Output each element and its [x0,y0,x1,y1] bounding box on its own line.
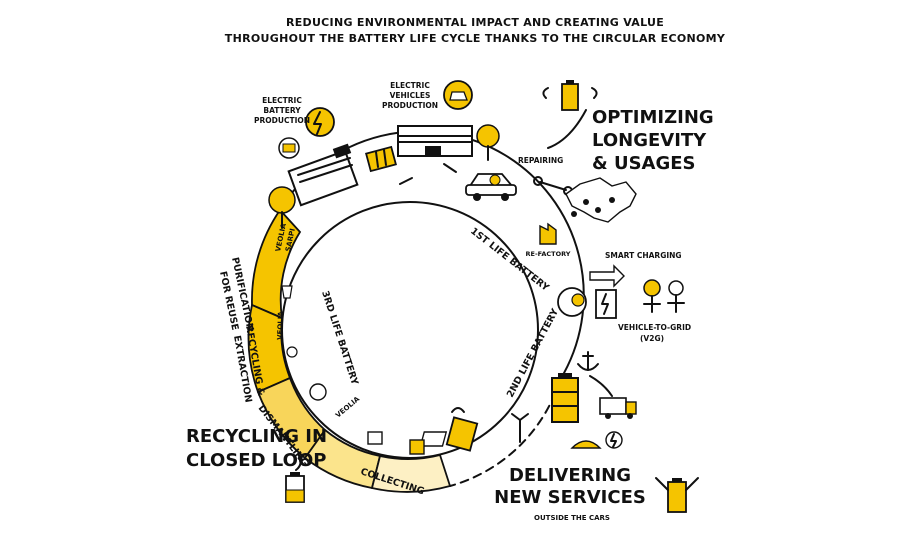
arrow-3 [547,109,587,149]
label-battery-production-2: BATTERY [263,106,301,115]
brand-label-3: VEOLIA [276,311,285,340]
label-refactory: RE-FACTORY [526,250,571,258]
heading-optimizing-2: LONGEVITY [592,130,707,151]
arrows-icon [589,264,625,288]
label-third-life: 3RD LIFE BATTERY [319,290,360,387]
heading-optimizing-3: & USAGES [592,153,696,174]
band-icons [281,285,425,455]
wrench-icon [533,176,573,196]
happy-battery-icon [655,477,699,513]
truck-icon [599,397,637,419]
europe-map-icon [565,177,637,223]
band-dismantling [256,376,327,460]
tree-icon-2 [476,124,500,161]
label-battery-production-1: ELECTRIC [262,96,302,105]
band-purification [251,208,302,320]
car-icon [465,173,517,201]
heading-delivering-2: NEW SERVICES [494,487,646,508]
people-icon [643,279,685,313]
tree-icon [268,186,296,229]
heading-delivering-1: DELIVERING [509,465,631,486]
renewable-icon [419,413,623,449]
inner-circle [281,201,539,459]
label-smart-charging: SMART CHARGING [605,251,682,260]
brand-label-4: VEOLIA [334,395,362,420]
collected-battery-icon [445,407,479,452]
heading-optimizing-1: OPTIMIZING [592,107,714,128]
band-recycling [247,303,292,394]
label-repairing: REPAIRING [518,156,563,165]
battery-pack-icon [365,145,397,173]
title-line-2: THROUGHOUT THE BATTERY LIFE CYCLE THANKS… [225,32,726,45]
recycled-battery-icon [285,453,305,503]
heading-recycling-1: RECYCLING IN [186,426,327,447]
battery-factory-icon [278,107,359,207]
label-v2g-1: VEHICLE-TO-GRID [618,323,691,332]
label-v2g-2: (V2G) [640,334,664,343]
label-outside-cars: OUTSIDE THE CARS [534,514,610,522]
arrow-4 [589,375,613,397]
label-battery-production-3: PRODUCTION [254,116,310,125]
anchor-icon [577,351,599,371]
ev-factory-icon [397,80,473,157]
arrow-1 [399,177,413,185]
label-ev-production-3: PRODUCTION [382,101,438,110]
refactory-icon [539,222,557,245]
label-first-life: 1ST LIFE BATTERY [468,226,551,294]
second-life-battery-icon [551,373,579,423]
heading-recycling-2: CLOSED LOOP [186,450,326,471]
recycling-band [247,208,452,493]
title-line-1: REDUCING ENVIRONMENTAL IMPACT AND CREATI… [286,16,664,29]
charging-car-icon [557,287,617,319]
band-dismantling-2 [303,428,382,490]
label-ev-production-2: VEHICLES [390,91,431,100]
arrow-2 [443,163,457,173]
charged-battery-icon [542,80,598,111]
band-collecting [370,453,452,493]
label-ev-production-1: ELECTRIC [390,81,430,90]
